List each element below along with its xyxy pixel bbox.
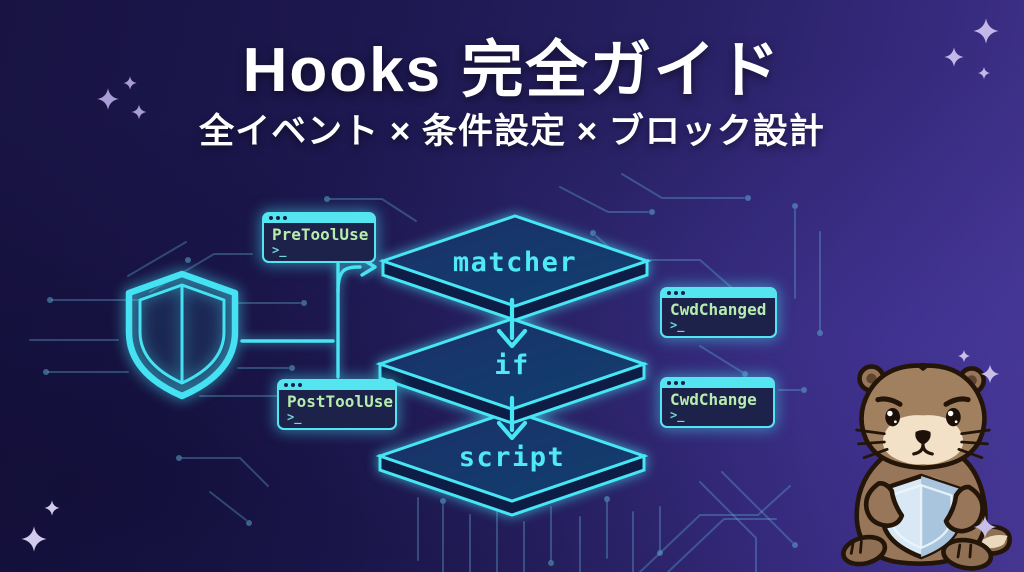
window-dot-icon	[681, 290, 685, 295]
terminal-titlebar	[262, 212, 376, 223]
layer-label-if: if	[494, 350, 530, 381]
window-dot-icon	[667, 380, 671, 385]
terminal-titlebar	[277, 379, 397, 390]
prompt-symbol: >_	[272, 243, 287, 258]
prompt-symbol: >_	[287, 410, 302, 425]
window-dot-icon	[667, 290, 671, 295]
terminal-titlebar	[660, 377, 775, 388]
terminal-posttooluse: PostToolUse >_	[277, 379, 397, 430]
terminal-cwdchanged: CwdChanged >_	[660, 287, 777, 338]
window-dot-icon	[284, 382, 288, 387]
window-dot-icon	[283, 215, 287, 220]
window-dot-icon	[269, 215, 273, 220]
window-dot-icon	[276, 215, 280, 220]
event-name: PostToolUse	[287, 392, 393, 411]
event-name: PreToolUse	[272, 225, 369, 244]
terminal-cwdchange: CwdChange >_	[660, 377, 775, 428]
otter-mascot-holding-shield	[841, 362, 1012, 571]
circuit-traces	[29, 173, 823, 572]
page-title: Hooks 完全ガイド	[242, 36, 782, 105]
window-dot-icon	[291, 382, 295, 387]
layer-label-script: script	[459, 442, 566, 473]
connector-curve-to-matcher	[336, 265, 362, 294]
connector-lines	[240, 257, 377, 379]
window-dot-icon	[298, 382, 302, 387]
title-block: Hooks 完全ガイド 全イベント × 条件設定 × ブロック設計	[0, 36, 1024, 151]
page-subtitle: 全イベント × 条件設定 × ブロック設計	[199, 111, 825, 151]
window-dot-icon	[674, 380, 678, 385]
event-name: CwdChanged	[670, 300, 767, 319]
layer-script: script	[375, 409, 649, 517]
shield-icon	[125, 270, 239, 400]
layer-if: if	[375, 317, 649, 425]
layer-label-matcher: matcher	[453, 247, 577, 278]
arrow-if-to-script	[496, 395, 528, 441]
layer-matcher: matcher	[378, 214, 652, 322]
arrow-matcher-to-if	[496, 297, 528, 349]
prompt-symbol: >_	[670, 318, 685, 333]
prompt-symbol: >_	[670, 408, 685, 423]
event-name: CwdChange	[670, 390, 757, 409]
terminal-pretooluse: PreToolUse >_	[262, 212, 376, 263]
terminal-titlebar	[660, 287, 777, 298]
window-dot-icon	[674, 290, 678, 295]
window-dot-icon	[681, 380, 685, 385]
